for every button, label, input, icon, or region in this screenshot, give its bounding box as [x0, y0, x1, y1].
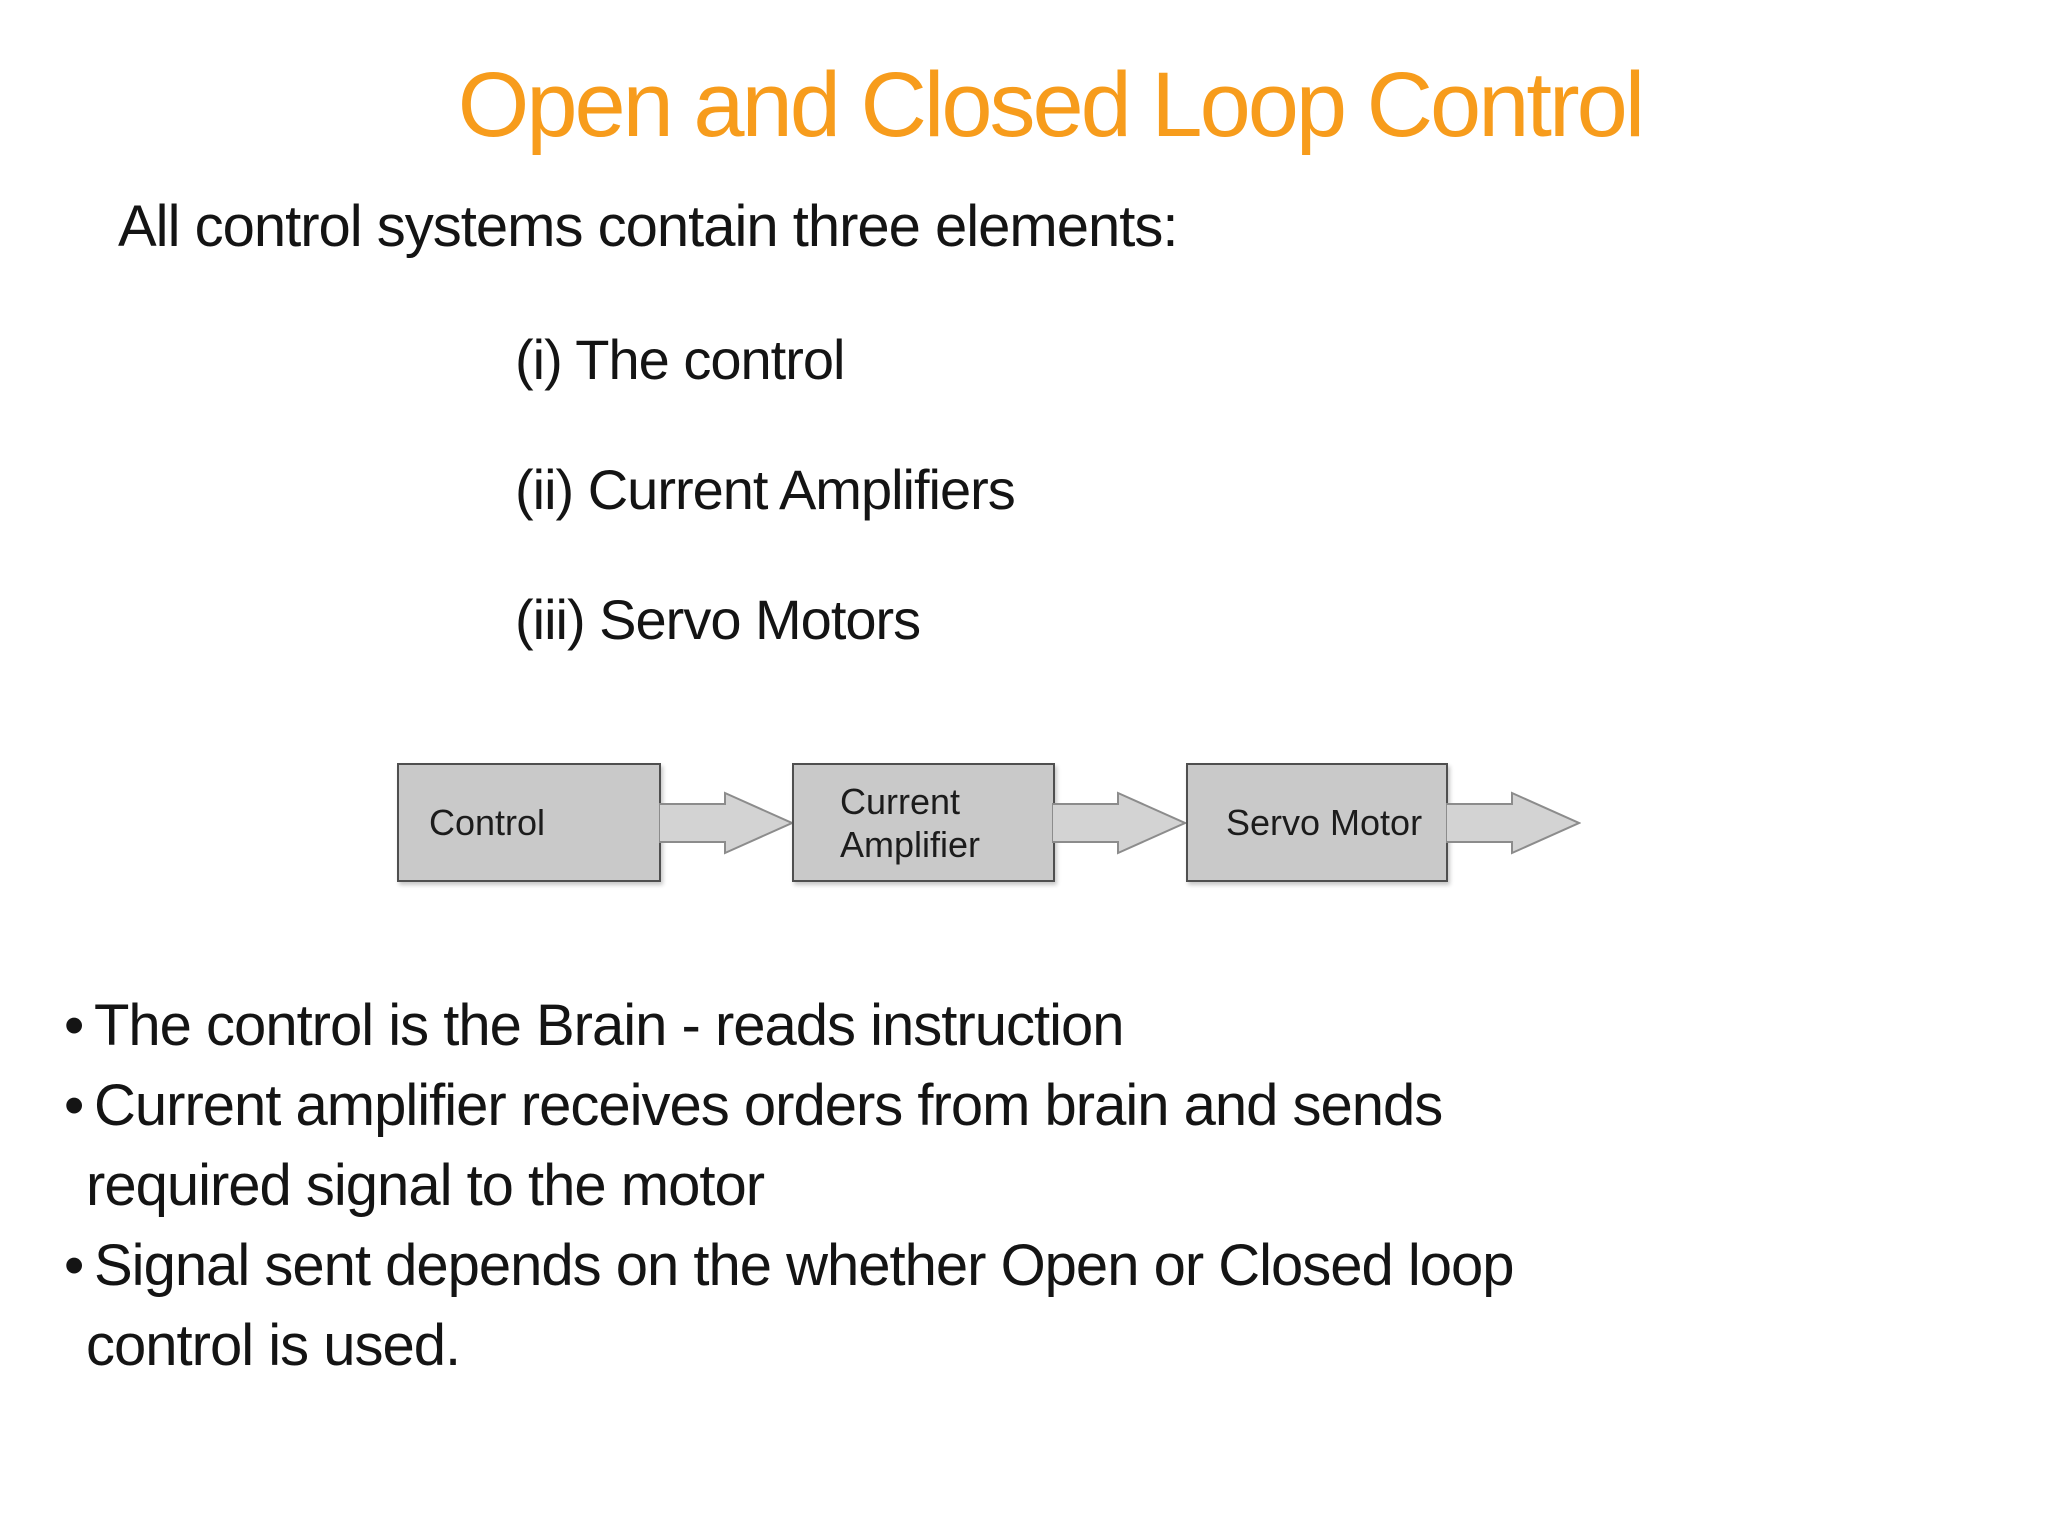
flow-arrow-icon: [1052, 791, 1187, 855]
bullet-text: Current amplifier receives orders from b…: [94, 1073, 1443, 1138]
diagram-box-servo-motor: Servo Motor: [1186, 763, 1448, 882]
bullet-continuation-line: control is used.: [64, 1306, 1864, 1386]
diagram-box-control: Control: [397, 763, 661, 882]
diagram-box-control-label: Control: [429, 802, 546, 843]
bullet-marker: •: [64, 1233, 84, 1298]
flow-arrow-icon: [1446, 791, 1581, 855]
intro-text: All control systems contain three elemen…: [118, 194, 1178, 259]
bullet-text: required signal to the motor: [86, 1153, 765, 1218]
bullet-item: • Current amplifier receives orders from…: [64, 1066, 1864, 1146]
bullet-item: • Signal sent depends on the whether Ope…: [64, 1226, 1864, 1306]
list-item-servo-motors: (iii) Servo Motors: [515, 588, 921, 651]
bullet-item: • The control is the Brain - reads instr…: [64, 986, 1864, 1066]
bullet-text: Signal sent depends on the whether Open …: [94, 1233, 1515, 1298]
bullet-text: The control is the Brain - reads instruc…: [94, 993, 1124, 1058]
list-item-current-amplifiers: (ii) Current Amplifiers: [515, 458, 1016, 521]
bullet-marker: •: [64, 1073, 84, 1138]
diagram-box-current-amplifier-label: Current Amplifier: [840, 780, 981, 865]
elements-list: (i) The control (ii) Current Amplifiers …: [515, 325, 1016, 715]
list-item-control: (i) The control: [515, 328, 845, 391]
bullet-text: control is used.: [86, 1313, 461, 1378]
flow-arrow-icon: [659, 791, 794, 855]
bullet-continuation-line: required signal to the motor: [64, 1146, 1864, 1226]
diagram-box-current-amplifier: Current Amplifier: [792, 763, 1055, 882]
bullet-marker: •: [64, 993, 84, 1058]
diagram-box-servo-motor-label: Servo Motor: [1226, 802, 1423, 843]
slide-title: Open and Closed Loop Control: [457, 54, 1645, 156]
bullet-list: • The control is the Brain - reads instr…: [64, 986, 1864, 1386]
